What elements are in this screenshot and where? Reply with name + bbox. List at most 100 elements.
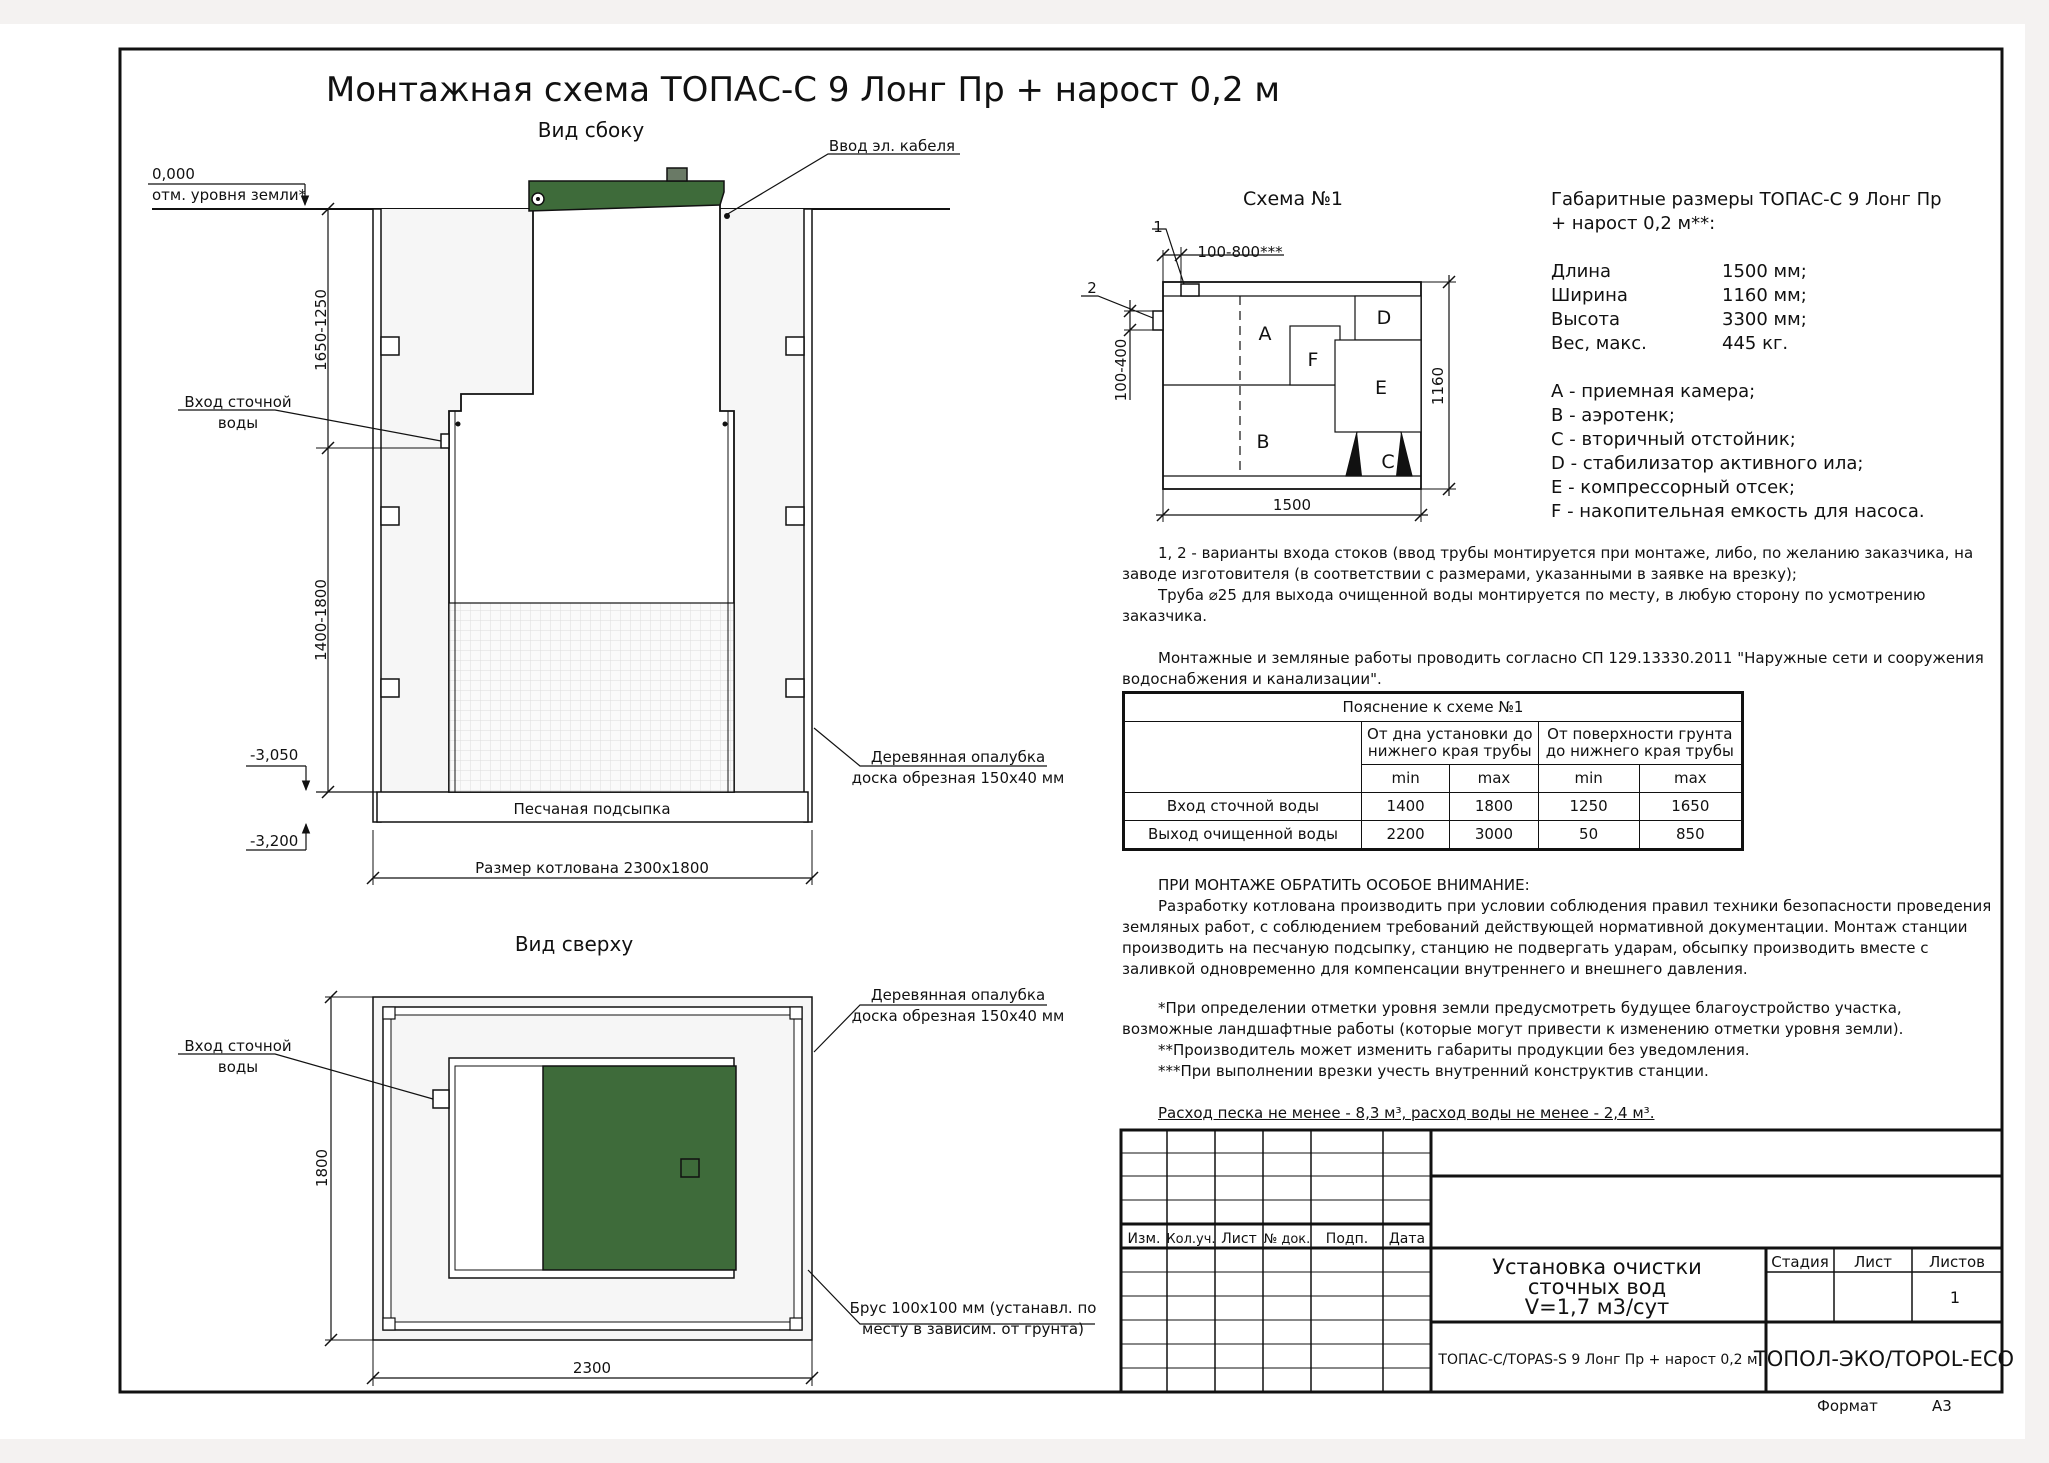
table-cell: 1650	[1638, 792, 1744, 821]
top-width-label: 2300	[573, 1359, 611, 1377]
table-cell: 1400	[1360, 792, 1451, 821]
formwork-left	[372, 208, 382, 823]
note-sp-standard: Монтажные и земляные работы проводить со…	[1122, 649, 1984, 688]
top-inlet-label-1: Вход сточной	[184, 1037, 291, 1055]
table-min: min	[1360, 764, 1451, 793]
dim-lower: 1400-1800	[312, 579, 330, 661]
title-block	[1119, 1128, 2004, 1394]
formwork-leader-top	[813, 1004, 1047, 1053]
side-view: Вид сбоку 0,000 отм. уровня земли* Песча…	[148, 118, 1064, 885]
dim-row-key: Вес, макс.	[1551, 333, 1647, 354]
beam-label-1: Брус 100х100 мм (устанавл. по	[850, 1299, 1097, 1317]
stamp-sheet: Лист	[1854, 1253, 1892, 1271]
top-inlet-pipe	[432, 1089, 450, 1109]
dim-row-value: 3300 мм;	[1722, 309, 1807, 330]
dim-row-value: 1500 мм;	[1722, 261, 1807, 282]
table-max: max	[1638, 764, 1744, 793]
note-outlet-pipe: Труба ⌀25 для выхода очищенной воды монт…	[1122, 586, 1926, 625]
footnote-3: ***При выполнении врезки учесть внутренн…	[1158, 1062, 1709, 1080]
top-inlet-leader	[178, 1053, 434, 1100]
stamp-col-izm: Изм.	[1128, 1231, 1161, 1247]
formwork-label-2: доска обрезная 150х40 мм	[852, 769, 1065, 787]
cable-leader	[725, 153, 960, 216]
table-cell: 2200	[1360, 820, 1451, 850]
dim-row-key: Длина	[1551, 261, 1611, 282]
stamp-company: ТОПОЛ-ЭКО/TOPOL-ECO	[1753, 1347, 2014, 1371]
formwork-leader-side	[813, 727, 1047, 767]
beam-2	[380, 506, 400, 526]
table-cell: Выход очищенной воды	[1123, 820, 1362, 850]
scheme-1: Схема №1 A B C D E F 1 2 100-800***	[1081, 188, 1456, 522]
explanation-table: Пояснение к схеме №1 От дна установки до…	[1122, 691, 1744, 851]
format-label: Формат	[1817, 1397, 1878, 1415]
inlet-leader	[178, 409, 442, 442]
inlet-1	[1180, 283, 1200, 297]
title-block-text: Изм. Кол.уч. Лист № док. Подп. Дата Уста…	[1128, 1231, 2015, 1415]
zone-d-label: D	[1377, 307, 1392, 329]
consumption-note: Расход песка не менее - 8,3 м³, расход в…	[1158, 1104, 1655, 1122]
beam-4	[785, 336, 805, 356]
zone-e-label: E	[1375, 377, 1387, 399]
stamp-col-data: Дата	[1389, 1231, 1425, 1247]
dim-row-value: 1160 мм;	[1722, 285, 1807, 306]
dim-upper: 1650-1250	[312, 289, 330, 371]
tank-vent	[666, 167, 688, 182]
top-view: Вид сверху Вход сточной воды Деревянная …	[178, 932, 1096, 1386]
drawing-frame	[118, 47, 2004, 1394]
zone-a-label: A	[1259, 323, 1272, 345]
zone-c-label: C	[1381, 451, 1394, 473]
zone-b-label: B	[1256, 431, 1269, 453]
legend-item: A - приемная камера;	[1551, 381, 1755, 402]
top-inlet-label-2: воды	[218, 1058, 258, 1076]
top-tank-vent	[680, 1158, 700, 1178]
stamp-name-1: Установка очистки	[1492, 1255, 1702, 1279]
dim-row-key: Ширина	[1551, 285, 1628, 306]
stamp-sheets-value: 1	[1950, 1288, 1960, 1307]
cable-entry-dot	[724, 213, 730, 219]
pit-size-label: Размер котлована 2300х1800	[475, 859, 709, 877]
footnote-2: **Производитель может изменить габариты …	[1158, 1041, 1750, 1059]
table-cell: 1800	[1449, 792, 1539, 821]
ground-level-label: отм. уровня земли*	[152, 186, 307, 204]
table-row: Вход сточной воды 1400 1800 1250 1650	[1123, 792, 1744, 821]
table-cell: 3000	[1449, 820, 1539, 850]
formwork-label-1: Деревянная опалубка	[871, 748, 1045, 766]
drawing-title: Монтажная схема ТОПАС-С 9 Лонг Пр + наро…	[326, 70, 1280, 110]
top-tank-lid	[542, 1065, 737, 1271]
stamp-name-3: V=1,7 м3/сут	[1525, 1295, 1670, 1319]
inlet-pipe	[440, 433, 450, 449]
mark-2: 2	[1087, 279, 1097, 297]
inlet-2	[1152, 310, 1164, 331]
tank-wall-inner	[454, 411, 729, 792]
footnote-1: *При определении отметки уровня земли пр…	[1122, 999, 1904, 1038]
zone-f	[1289, 325, 1341, 386]
level-minus-3050: -3,050	[250, 746, 298, 764]
zone-f-label: F	[1308, 349, 1319, 371]
level-minus-3200: -3,200	[250, 832, 298, 850]
format-value: А3	[1932, 1397, 1952, 1415]
table-cell: Вход сточной воды	[1123, 792, 1362, 821]
dim-left: 100-400	[1112, 339, 1130, 402]
tank-filled-zone	[448, 602, 735, 793]
dim-top: 100-800***	[1197, 243, 1283, 261]
legend-item: F - накопительная емкость для насоса.	[1551, 501, 1925, 522]
tank-bolt-left	[455, 421, 461, 427]
beam-leader-top	[807, 1269, 1095, 1325]
stamp-product: ТОПАС-С/TOPAS-S 9 Лонг Пр + нарост 0,2 м	[1437, 1352, 1757, 1368]
top-formwork-label-2: доска обрезная 150х40 мм	[852, 1007, 1065, 1025]
table-max: max	[1449, 764, 1539, 793]
dim-row-key: Высота	[1551, 309, 1620, 330]
table-group-2: От поверхности грунта до нижнего края тр…	[1537, 721, 1744, 765]
dims-heading-2: + нарост 0,2 м**:	[1551, 213, 1715, 234]
note-inlets: 1, 2 - варианты входа стоков (ввод трубы…	[1122, 544, 1974, 583]
cable-label: Ввод эл. кабеля	[829, 137, 955, 155]
dims-heading-1: Габаритные размеры ТОПАС-С 9 Лонг Пр	[1551, 189, 1942, 210]
stamp-stage: Стадия	[1771, 1253, 1829, 1271]
sand-bed-label: Песчаная подсыпка	[513, 800, 670, 818]
top-formwork-label-1: Деревянная опалубка	[871, 986, 1045, 1004]
stamp-col-podp: Подп.	[1326, 1231, 1368, 1247]
table-empty-head	[1123, 721, 1362, 793]
notes-block: 1, 2 - варианты входа стоков (ввод трубы…	[1122, 543, 1992, 690]
stamp-col-kol: Кол.уч.	[1166, 1232, 1215, 1247]
